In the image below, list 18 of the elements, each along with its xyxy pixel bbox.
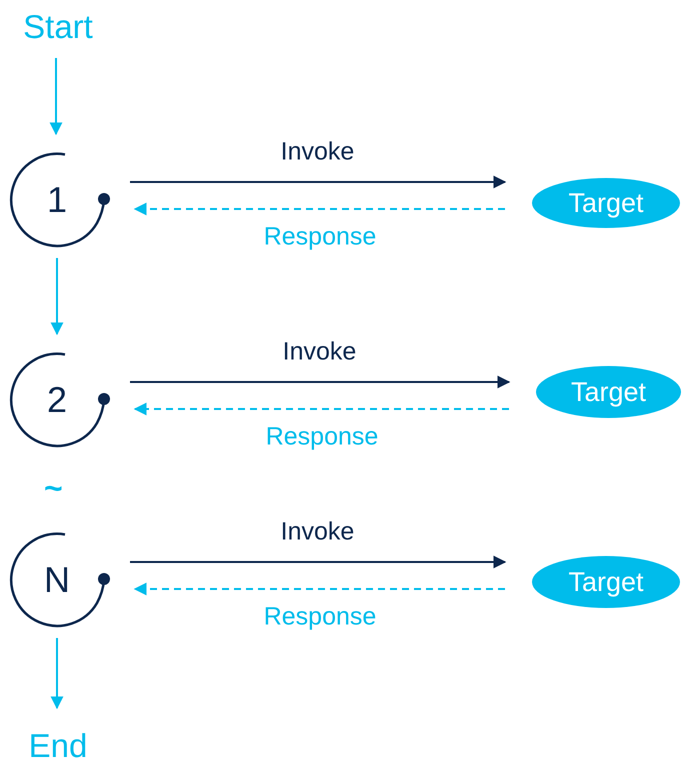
arrow: [50, 58, 62, 136]
arrow: [130, 376, 510, 388]
arrow: [130, 556, 506, 568]
target-label: Target: [570, 378, 646, 406]
edge-label: Response: [264, 604, 376, 630]
terminal-label: End: [28, 728, 88, 762]
edge-label: Response: [264, 224, 376, 250]
edge-label: Response: [266, 424, 378, 450]
arrow: [134, 402, 509, 416]
continuation-mark: ~: [44, 472, 63, 504]
target-label: Target: [568, 190, 644, 216]
arrow: [50, 638, 64, 710]
arrow: [134, 202, 505, 216]
arrow: [134, 582, 505, 596]
arrow: [130, 176, 506, 188]
arrow: [50, 258, 64, 336]
target-label: Target: [568, 568, 644, 596]
terminal-label: Start: [23, 10, 93, 42]
